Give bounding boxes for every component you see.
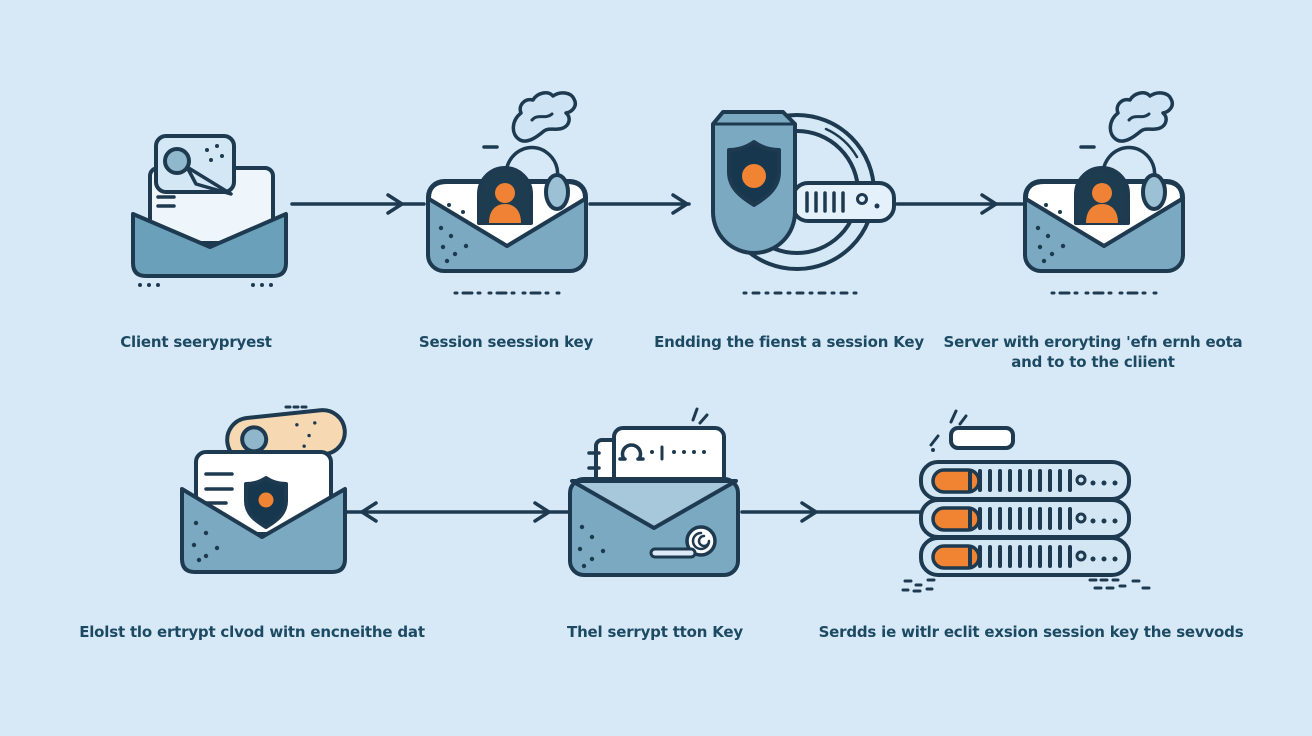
ground-dashes [901, 578, 1151, 593]
mouse-icon [544, 173, 570, 211]
step-label-sending-session-key: Endding the fienst a session Key [654, 333, 924, 351]
step-label-encrypt-key: Thel serrypt tton Key [567, 623, 743, 641]
key-icon [791, 181, 896, 223]
seal-swirl-icon [685, 525, 717, 557]
search-card-icon [154, 134, 236, 196]
server-rack-icon [901, 409, 1151, 593]
server-unit [919, 536, 1131, 577]
user-avatar-icon [477, 166, 533, 225]
envelope-card-seal-icon [568, 407, 740, 577]
toggle-pill-icon [225, 408, 347, 464]
arrow-double-bottom [345, 501, 570, 523]
shield-icon [244, 476, 288, 529]
step-label-decrypt-data: Elolst tlo ertrypt clvod witn encneithe … [79, 623, 425, 641]
arrow-right-step1 [290, 193, 426, 215]
step-label-client-request: Client seerypryest [120, 333, 272, 351]
mouse-cord [504, 145, 560, 180]
envelope-shield-toggle-icon [180, 405, 347, 574]
shield-key-rotation-icon [711, 110, 896, 295]
envelope-user-mouse-icon [1023, 90, 1185, 295]
server-unit [919, 460, 1131, 501]
ground-dots [138, 283, 273, 287]
arrow-right-step2 [588, 193, 691, 215]
envelope-user-mouse-icon [426, 91, 588, 295]
arrow-right-to-server [740, 501, 922, 523]
shield-icon [727, 140, 781, 207]
envelope-search-icon [131, 134, 288, 287]
step-label-session-key: Session seession key [418, 333, 594, 351]
server-unit [919, 498, 1131, 539]
step-label-send-to-servers: Serdds ie witlr eclit exsion session key… [818, 623, 1244, 641]
arrow-right-step3 [895, 193, 1024, 215]
step-label-server-encrypt: Server with eroryting 'efn ernh eota and… [943, 333, 1243, 372]
